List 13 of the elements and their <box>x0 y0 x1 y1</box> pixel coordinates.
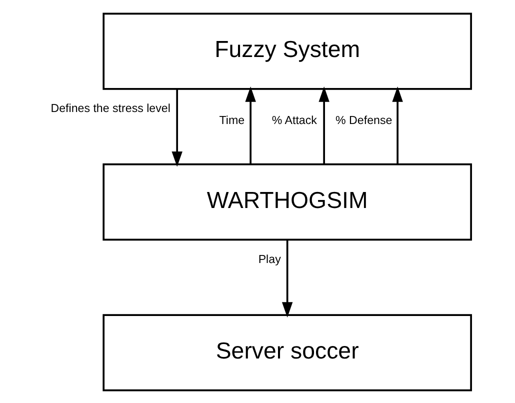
arrow <box>281 240 292 317</box>
node-box: WARTHOGSIM <box>102 162 472 240</box>
edge-label: % Attack <box>271 114 316 126</box>
arrow <box>244 86 256 164</box>
edge-label: % Defense <box>335 114 392 126</box>
edge-label: Time <box>218 114 244 126</box>
node-box: Fuzzy System <box>102 12 472 90</box>
arrow <box>392 86 402 164</box>
edge-label: Defines the stress level <box>50 102 170 115</box>
edge-label: Play <box>258 253 280 266</box>
arrow <box>318 86 329 164</box>
arrow <box>171 88 182 166</box>
node-box: Server soccer <box>102 314 472 391</box>
